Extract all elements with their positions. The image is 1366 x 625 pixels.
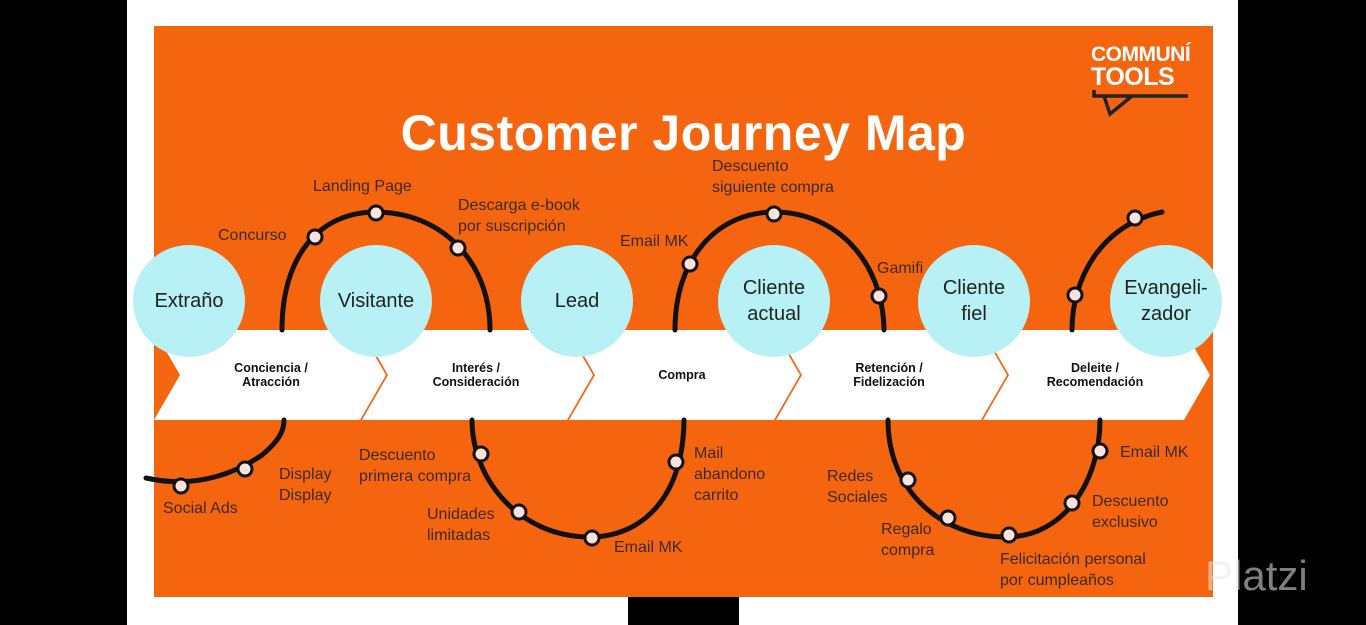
logo-line-2: TOOLS [1091, 63, 1175, 91]
dot-display [236, 460, 254, 478]
label-descuento-primera: Descuento primera compra [359, 447, 472, 485]
label-unidades-limitadas: Unidades limitadas [427, 506, 495, 544]
label-gamifi: Gamifi [877, 260, 924, 277]
label-descarga-ebook: Descarga e-book por suscripción [458, 197, 580, 235]
dot-descarga [449, 239, 467, 257]
dot-descuento-primera [472, 445, 490, 463]
dot-felicitacion [1000, 526, 1018, 544]
stage-label-4: Retención /Fidelización [853, 361, 925, 389]
communitools-logo: COMMUNÍ TOOLS [1091, 43, 1191, 91]
dot-email-mk-bottom [583, 529, 601, 547]
stage-label-2: Interés /Consideración [432, 361, 520, 389]
persona-lead: Lead [521, 245, 633, 357]
stage-arrow-2 [362, 330, 593, 420]
label-regalo-compra: Regalo compra [881, 521, 935, 559]
dot-mail-abandono [667, 453, 685, 471]
label-email-mk-bottom: Email MK [614, 539, 683, 556]
stage-label-5: Deleite /Recomendación [1046, 361, 1144, 389]
label-concurso: Concurso [218, 227, 287, 244]
persona-evangelizador: Evangeli-zador [1110, 245, 1222, 357]
dot-social-ads [172, 477, 190, 495]
bottom-bar [628, 597, 739, 625]
logo-bubble [1092, 90, 1188, 117]
label-redes-sociales: Redes Sociales [827, 468, 888, 506]
platzi-watermark: Platzi [1205, 552, 1308, 599]
label-email-mk-right: Email MK [1120, 444, 1189, 461]
label-descuento-exclusivo: Descuento exclusivo [1092, 493, 1169, 531]
stage-arrow-4 [776, 330, 1007, 420]
label-descuento-siguiente: Descuento siguiente compra [712, 158, 834, 196]
label-email-mk-top: Email MK [620, 233, 689, 250]
dot-evangelizador-top [1126, 209, 1144, 227]
label-display: Display Display [279, 466, 332, 504]
touchpoint-dots [172, 204, 1144, 547]
dot-evangelizador [1066, 286, 1084, 304]
stage-label-3: Compra [658, 368, 706, 382]
persona-visitante: Visitante [320, 245, 432, 357]
stage-arrow-1 [154, 330, 386, 420]
dot-redes [899, 471, 917, 489]
stage-arrow-3 [569, 330, 800, 420]
dot-regalo [939, 509, 957, 527]
logo-line-1: COMMUNÍ [1091, 43, 1191, 66]
label-mail-abandono: Mail abandono carrito [694, 445, 766, 504]
persona-extrano: Extraño [133, 245, 245, 357]
stage-label-1: Conciencia /Atracción [234, 361, 308, 389]
dot-email-mk-right [1091, 442, 1109, 460]
label-felicitacion: Felicitación personal por cumpleaños [1000, 551, 1146, 589]
dot-email-mk-top [681, 255, 699, 273]
label-landing-page: Landing Page [313, 178, 412, 195]
dot-descuento-siguiente [765, 205, 783, 223]
dot-gamifi [870, 287, 888, 305]
dot-concurso [306, 228, 324, 246]
dot-descuento-exclusivo [1063, 494, 1081, 512]
dot-unidades [510, 503, 528, 521]
label-social-ads: Social Ads [163, 500, 238, 517]
dot-landing-page [367, 204, 385, 222]
page-title: Customer Journey Map [400, 105, 967, 161]
